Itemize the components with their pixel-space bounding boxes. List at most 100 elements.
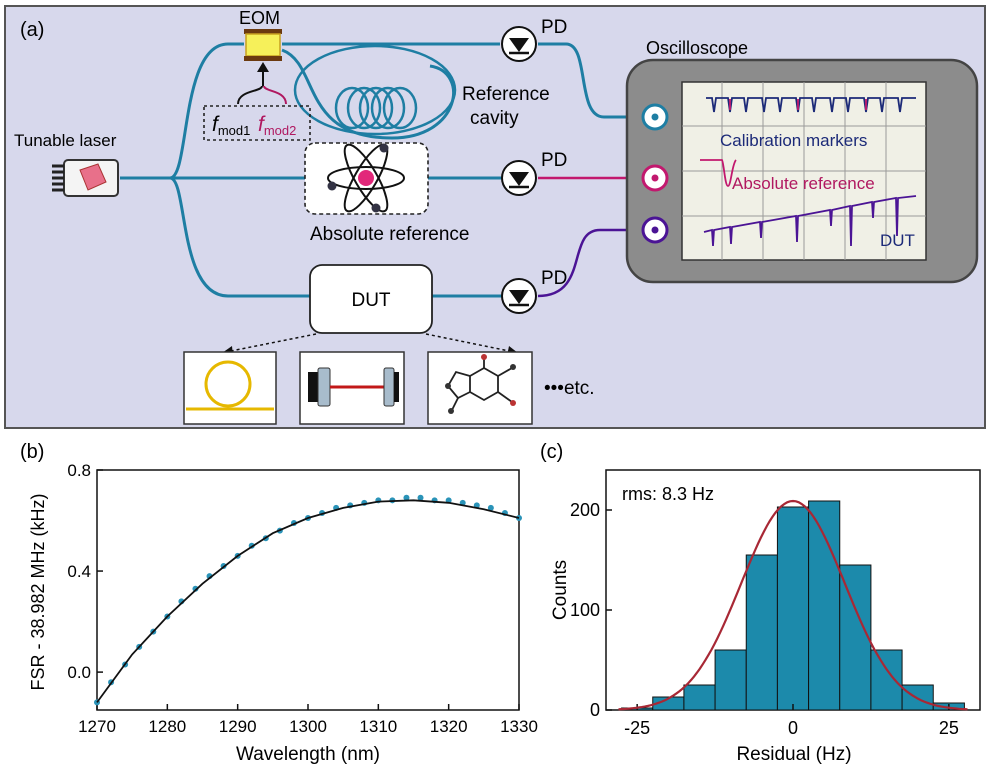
x-tick-label: 1300 [289, 717, 327, 736]
cavity-coil-2 [346, 86, 382, 130]
tunable-laser: Tunable laser [14, 131, 119, 197]
fmod2-label: fmod2 [258, 113, 296, 138]
chart-c-ylabel: Counts [550, 560, 571, 620]
y-tick-label: 0.8 [67, 461, 91, 480]
y-tick-label: 0.4 [67, 562, 91, 581]
cable-pd3-to-scope [537, 228, 632, 298]
fit-line [96, 499, 520, 703]
mirror-mount-right [394, 372, 399, 402]
etc-label: •••etc. [544, 378, 595, 399]
calibration-trace [706, 97, 916, 113]
data-point [417, 494, 424, 501]
x-tick-label: 1280 [148, 717, 186, 736]
photodiode-3: PD [501, 268, 567, 314]
dut-arrow-right [425, 333, 515, 353]
histogram-bar [839, 564, 872, 711]
laser-pins [52, 164, 64, 192]
histogram-bar [776, 506, 810, 711]
eom-crystal [245, 33, 281, 57]
y-tick-label: 0.0 [67, 663, 91, 682]
dut-label: DUT [351, 290, 390, 311]
screen-calibration-label: Calibration markers [720, 131, 867, 150]
eom-bottom-electrode [244, 56, 282, 61]
panel-b: (b) 1270 1280 1290 1300 1310 1320 1330 0.0 0.4 0.… [20, 441, 538, 765]
photodiode-2: PD [501, 150, 567, 196]
laser-crystal-icon [79, 163, 107, 191]
eom: EOM fmod1 fmod2 [203, 8, 311, 141]
panel-c-label: (c) [540, 441, 563, 463]
fiber-network [120, 42, 636, 298]
data-point [403, 494, 410, 501]
y-tick-label: 200 [570, 500, 600, 520]
dut-example-fabry-perot [299, 351, 405, 425]
fmod1-label: fmod1 [212, 113, 250, 138]
x-tick-label: 1320 [430, 717, 468, 736]
fiber-to-eom [169, 42, 244, 180]
mirror-left [317, 367, 331, 407]
scope-grid [682, 82, 926, 260]
fmod2-bracket [263, 85, 287, 105]
cavity-coil-4 [370, 86, 406, 130]
panel-a: (a) Reference cavity Tunable laser [4, 5, 986, 429]
eom-label: EOM [239, 8, 280, 28]
x-tick-label: 1330 [500, 717, 538, 736]
photodiode-1: PD [501, 17, 567, 62]
screen-dut-label: DUT [880, 231, 915, 250]
fiber-eom-to-cavity [281, 48, 455, 140]
data-point [192, 585, 199, 592]
x-tick-label: -25 [624, 718, 650, 738]
scope-channel-knobs [641, 103, 669, 244]
histogram-bar [683, 684, 716, 711]
fiber-to-dut [169, 176, 310, 298]
y-tick-label: 0 [590, 700, 600, 720]
y-tick-label: 100 [570, 600, 600, 620]
cavity-coil-3 [358, 86, 394, 130]
absolute-reference-label: Absolute reference [310, 224, 470, 245]
panel-b-label: (b) [20, 441, 44, 463]
x-tick-label: 25 [939, 718, 959, 738]
mirror-right [383, 367, 395, 407]
atom-nucleus [358, 170, 374, 186]
pd-diode-icon [509, 290, 529, 304]
atom-electron-3 [371, 203, 381, 213]
fmod1-bracket [237, 85, 263, 105]
cavity-loop [293, 44, 457, 136]
chart-b-xlabel: Wavelength (nm) [236, 744, 380, 765]
dut-box [309, 264, 433, 334]
calibration-trace-magenta-markers [729, 99, 867, 110]
absolute-reference-trace [700, 159, 737, 187]
eom-top-electrode [244, 29, 282, 34]
eom-drive-arrowhead [257, 62, 269, 72]
cavity-coil-5 [382, 86, 418, 130]
chart-c-annotation: rms: 8.3 Hz [622, 484, 714, 504]
chart-b-ylabel: FSR - 38.982 MHz (kHz) [28, 493, 48, 690]
dut-example-molecule [427, 351, 533, 425]
dut-example-ring [183, 351, 277, 425]
data-point [487, 504, 494, 511]
oscilloscope-label: Oscilloscope [646, 38, 748, 58]
pd3-label: PD [541, 268, 567, 289]
x-tick-label: 1270 [78, 717, 116, 736]
histogram-bar [714, 649, 747, 711]
x-tick-label: 1290 [219, 717, 257, 736]
chart-c-xlabel: Residual (Hz) [736, 744, 851, 765]
pd2-label: PD [541, 150, 567, 171]
histogram-bar [745, 554, 778, 711]
dut-trace [703, 195, 917, 247]
absolute-reference: Absolute reference [304, 142, 470, 245]
atom-icon [327, 143, 405, 213]
x-tick-label: 1310 [359, 717, 397, 736]
atom-electron-1 [327, 181, 337, 191]
pd-diode-icon [509, 172, 529, 186]
ring-resonator-icon [204, 360, 252, 408]
fiber-pd1-to-scope [538, 42, 636, 119]
mirror-mount-left [308, 372, 318, 402]
reference-cavity [293, 44, 457, 136]
cavity-coil-1 [334, 86, 370, 130]
panel-a-label: (a) [20, 19, 44, 41]
fmod-box [203, 105, 311, 141]
histogram-bar [808, 500, 841, 711]
pd1-label: PD [541, 17, 567, 38]
